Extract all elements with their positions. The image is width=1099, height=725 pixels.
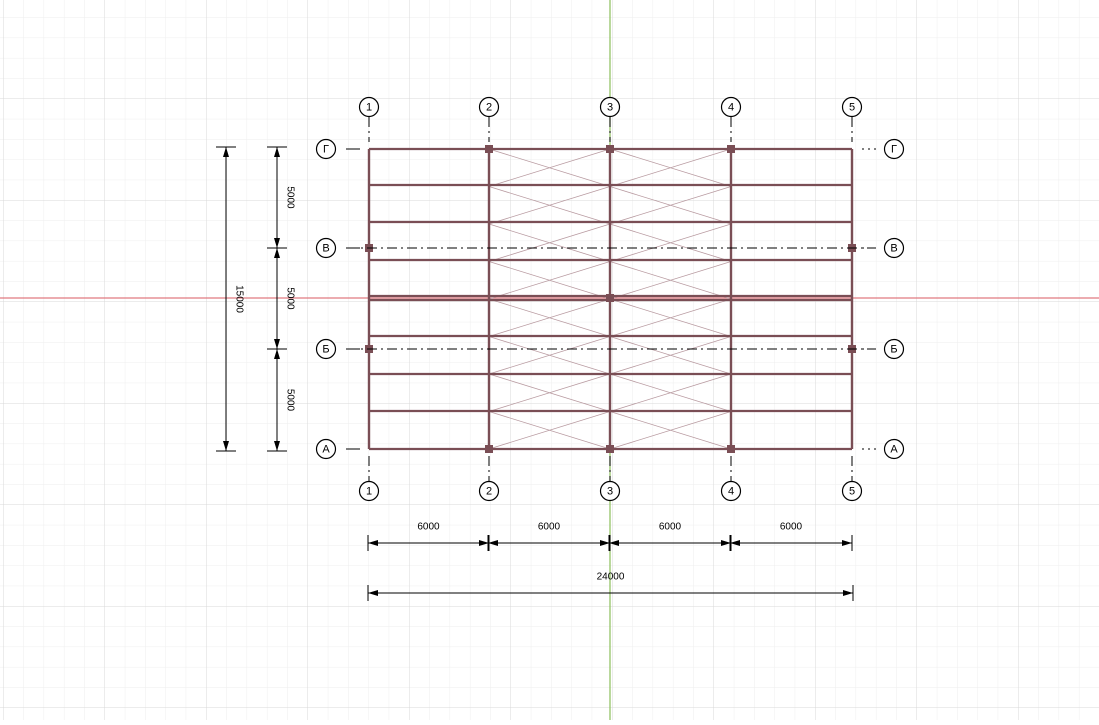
dim-bay-label: 5000	[285, 186, 296, 209]
axis-label-column: 1	[366, 486, 372, 498]
dim-span-arrow	[600, 540, 610, 546]
bracing-diagonal	[488, 223, 611, 262]
dim-span-arrow	[842, 540, 852, 546]
axis-label-column: 5	[849, 102, 855, 114]
axis-bubble-column	[478, 480, 500, 502]
axis-label-row: В	[890, 243, 897, 255]
axis-label-column: 1	[366, 102, 372, 114]
dim-span-label: 6000	[659, 522, 682, 533]
axis-bubble-column	[841, 96, 863, 118]
dim-span-arrow	[368, 540, 378, 546]
axis-bubble-row	[315, 438, 337, 460]
dim-span-arrow	[479, 540, 489, 546]
dim-total-depth-label: 15000	[234, 285, 245, 313]
bracing-diagonal	[488, 186, 611, 225]
dim-span-label: 6000	[780, 522, 803, 533]
dim-bay-arrow	[274, 147, 280, 157]
bracing-diagonal	[609, 261, 732, 300]
axis-label-column: 4	[728, 486, 734, 498]
axis-bubble-column	[358, 480, 380, 502]
dim-total-width-label: 24000	[597, 572, 625, 583]
dim-bay-arrow	[274, 339, 280, 349]
bracing-diagonal	[609, 148, 732, 187]
bracing-diagonal	[609, 373, 732, 412]
axis-bubble-column	[720, 480, 742, 502]
axis-bubble-row	[883, 138, 905, 160]
bracing-diagonal	[488, 148, 611, 187]
dim-span-label: 6000	[417, 522, 440, 533]
axis-bubble-row	[883, 438, 905, 460]
bracing-diagonal	[488, 336, 611, 375]
axis-label-row: Б	[322, 344, 329, 356]
dim-bay-arrow	[274, 248, 280, 258]
column-node	[606, 445, 614, 453]
column-node	[727, 145, 735, 153]
column-node	[606, 145, 614, 153]
bracing-diagonal	[609, 186, 732, 225]
beam-group	[365, 145, 856, 453]
dim-bay-label: 5000	[285, 389, 296, 412]
dimension-group: 6000 6000 6000 6000 24000 5000 5000 5000 15000	[216, 146, 854, 601]
axis-bubble-column	[599, 480, 621, 502]
axis-label-row: Г	[323, 144, 329, 156]
axis-label-column: 3	[607, 102, 613, 114]
dim-total-width-arrow	[843, 590, 853, 596]
axis-label-column: 2	[486, 102, 492, 114]
axis-label-row: Б	[890, 344, 897, 356]
dim-total-width-arrow	[368, 590, 378, 596]
axis-bubble-row	[315, 338, 337, 360]
axis-bubble-column	[599, 96, 621, 118]
axis-label-column: 2	[486, 486, 492, 498]
bracing-diagonal	[488, 261, 611, 300]
bracing-diagonal	[609, 336, 732, 375]
axis-bubble-column	[358, 96, 380, 118]
axis-label-row: Г	[891, 144, 897, 156]
bracing-diagonal	[609, 298, 732, 337]
bracing-diagonal	[488, 411, 611, 450]
axis-bubble-row	[883, 338, 905, 360]
column-node	[727, 445, 735, 453]
bracing-diagonal	[488, 373, 611, 412]
axis-label-row: А	[322, 444, 330, 456]
dim-span-arrow	[609, 540, 619, 546]
dim-bay-arrow	[274, 441, 280, 451]
dim-span-arrow	[488, 540, 498, 546]
bracing-diagonal	[609, 411, 732, 450]
dim-bay-label: 5000	[285, 287, 296, 310]
column-node	[606, 294, 614, 302]
bracing-group	[488, 148, 732, 450]
dim-span-arrow	[721, 540, 731, 546]
axis-bubble-row	[315, 237, 337, 259]
dim-span-arrow	[730, 540, 740, 546]
dim-total-depth-arrow	[223, 441, 229, 451]
column-node	[485, 445, 493, 453]
axis-label-column: 5	[849, 486, 855, 498]
axis-bubble-column	[841, 480, 863, 502]
axis-bubble-column	[478, 96, 500, 118]
bracing-diagonal	[609, 223, 732, 262]
axis-label-column: 3	[607, 486, 613, 498]
column-node	[485, 145, 493, 153]
dim-bay-arrow	[274, 349, 280, 359]
dim-bay-arrow	[274, 238, 280, 248]
axis-label-row: А	[890, 444, 898, 456]
dim-span-label: 6000	[538, 522, 561, 533]
dim-total-depth-arrow	[223, 147, 229, 157]
axis-label-column: 4	[728, 102, 734, 114]
axis-bubble-row	[315, 138, 337, 160]
axis-bubble-column	[720, 96, 742, 118]
axis-bubble-row	[883, 237, 905, 259]
axis-label-row: В	[322, 243, 329, 255]
bracing-diagonal	[488, 298, 611, 337]
